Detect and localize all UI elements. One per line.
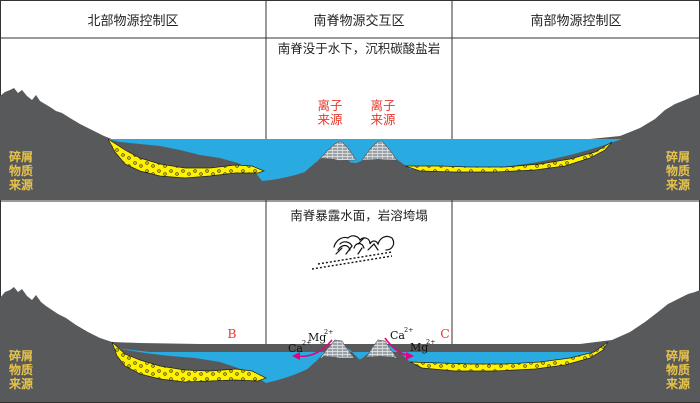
ion-left-ca-sup: 2+ bbox=[302, 339, 312, 347]
bottom-carbonate-mound-left bbox=[319, 339, 355, 359]
top-sediment-left bbox=[107, 138, 265, 179]
top-carbonate-mound-right bbox=[361, 140, 398, 161]
bottom-clastic-right-3: 来源 bbox=[665, 376, 690, 391]
top-caption: 南脊没于水下，沉积碳酸盐岩 bbox=[278, 41, 441, 56]
dashed-debris bbox=[311, 251, 393, 270]
top-ion-source-left-2: 来源 bbox=[317, 112, 343, 127]
bottom-caption: 南脊暴露水面，岩溶垮塌 bbox=[290, 208, 428, 223]
ion-left-ca: Ca bbox=[288, 342, 303, 355]
bottom-clastic-right-1: 碎屑 bbox=[666, 348, 690, 363]
top-clastic-left-1: 碎屑 bbox=[9, 149, 33, 164]
label-c: C bbox=[440, 326, 450, 341]
top-ion-source-left-1: 离子 bbox=[317, 98, 342, 113]
bottom-clastic-right-2: 物质 bbox=[666, 362, 690, 377]
top-clastic-right-1: 碎屑 bbox=[666, 149, 690, 164]
bottom-clastic-left-1: 碎屑 bbox=[9, 348, 33, 363]
top-clastic-right-3: 来源 bbox=[665, 177, 690, 192]
top-water bbox=[106, 139, 622, 181]
ion-right-ca-sup: 2+ bbox=[404, 326, 414, 334]
bottom-clastic-left-3: 来源 bbox=[8, 376, 33, 391]
ion-right-mg: Mg bbox=[410, 341, 428, 354]
bottom-cross-section bbox=[0, 287, 700, 402]
bottom-water bbox=[115, 340, 600, 383]
ion-right-mg-sup: 2+ bbox=[426, 338, 436, 346]
header-interaction-zone: 南脊物源交互区 bbox=[313, 13, 404, 29]
label-b: B bbox=[227, 326, 236, 341]
top-sediment-right bbox=[404, 141, 613, 173]
top-clastic-left-2: 物质 bbox=[9, 163, 33, 178]
bottom-ridge bbox=[302, 356, 414, 374]
arrow-right-head bbox=[406, 352, 414, 360]
bottom-clastic-left-2: 物质 bbox=[9, 362, 33, 377]
bottom-sediment-right bbox=[409, 341, 609, 372]
top-clastic-left-3: 来源 bbox=[8, 177, 33, 192]
arrow-left-head bbox=[292, 352, 300, 360]
karst-collapse-sketch bbox=[333, 235, 395, 255]
bottom-sediment-left bbox=[111, 341, 267, 383]
top-carbonate-mound-left bbox=[317, 140, 357, 162]
top-ion-source-right-1: 离子 bbox=[370, 98, 395, 113]
header-north-zone: 北部物源控制区 bbox=[87, 14, 178, 29]
header-south-zone: 南部物源控制区 bbox=[530, 13, 621, 29]
bottom-rock bbox=[0, 287, 700, 402]
top-clastic-right-2: 物质 bbox=[666, 163, 690, 178]
top-ridge bbox=[300, 158, 410, 176]
bottom-carbonate-mound-right bbox=[365, 339, 398, 359]
ion-right-ca: Ca bbox=[390, 329, 405, 342]
ion-left-mg: Mg bbox=[308, 331, 326, 344]
ion-left-mg-sup: 2+ bbox=[324, 328, 334, 336]
top-cross-section bbox=[0, 88, 700, 200]
top-ion-source-right-2: 来源 bbox=[370, 112, 396, 127]
